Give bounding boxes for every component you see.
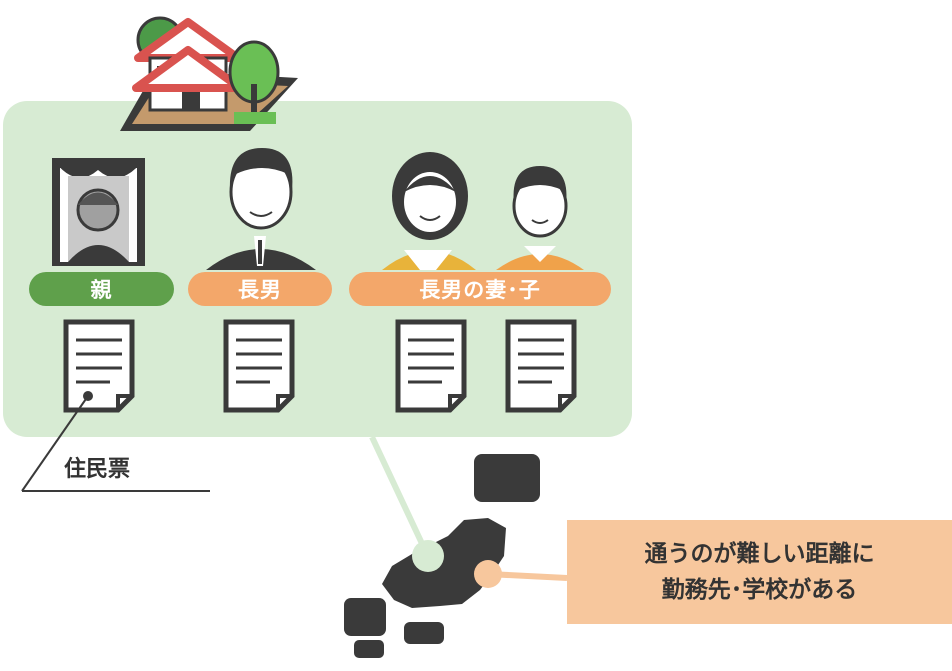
document-icon — [395, 319, 467, 413]
doc-leader-line — [21, 391, 210, 492]
document-icon — [505, 319, 577, 413]
child-icon — [496, 166, 584, 270]
label-wife-child: 長男の妻･子 — [349, 272, 611, 306]
callout-connector — [487, 571, 568, 581]
memorial-portrait-icon — [52, 158, 145, 266]
household-panel — [3, 101, 632, 437]
house-icon — [120, 16, 298, 131]
document-icon — [63, 319, 135, 413]
document-icon — [223, 319, 295, 413]
japan-map-icon — [344, 454, 540, 658]
resident-record-label: 住民票 — [64, 457, 131, 482]
man-icon — [206, 148, 316, 270]
distance-callout: 通うのが難しい距離に 勤務先･学校がある — [567, 520, 952, 624]
home-location-dot — [412, 540, 444, 572]
woman-icon — [382, 152, 476, 270]
connector-line — [369, 435, 428, 552]
label-parent: 親 — [29, 272, 174, 306]
callout-line-2: 勤務先･学校がある — [661, 577, 858, 603]
label-eldest-son: 長男 — [188, 272, 332, 306]
callout-line-1: 通うのが難しい距離に — [644, 541, 875, 567]
